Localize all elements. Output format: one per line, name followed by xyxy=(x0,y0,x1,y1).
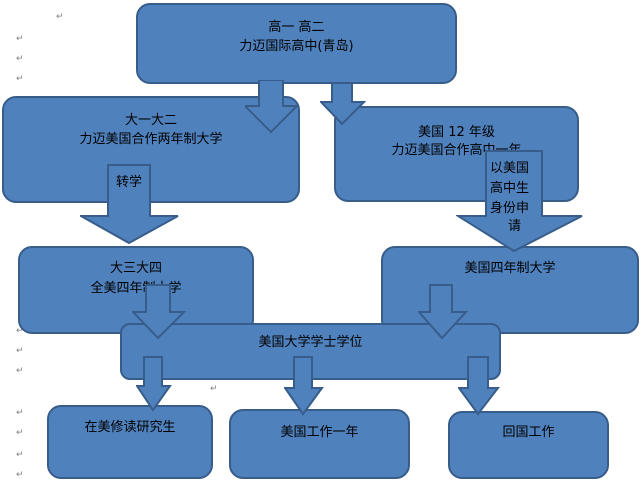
node-four-year-university-left: 大三大四 全美四年制大学 xyxy=(18,246,254,334)
arrow-degree-to-graduate xyxy=(136,356,172,412)
paragraph-mark: ↵ xyxy=(16,346,24,356)
node-us-grade-12: 美国 12 年级 力迈美国合作高中一年 xyxy=(334,106,579,202)
node-label: 在美修读研究生 xyxy=(84,420,176,435)
apply-label-line: 请 xyxy=(508,219,522,234)
node-label: 大一大二 xyxy=(124,113,177,128)
node-work-in-us: 美国工作一年 xyxy=(229,409,410,479)
apply-label-line: 高中生 xyxy=(490,181,530,196)
arrow-left-univ-to-degree xyxy=(132,284,186,340)
node-four-year-university-right: 美国四年制大学 xyxy=(381,246,639,334)
paragraph-mark: ↵ xyxy=(16,74,24,84)
paragraph-mark: ↵ xyxy=(16,428,24,438)
node-label: 美国工作一年 xyxy=(280,425,359,440)
node-label: 大三大四 xyxy=(109,261,162,276)
paragraph-mark: ↵ xyxy=(16,34,24,44)
node-label: 高一 高二 xyxy=(268,20,325,35)
arrow-right-univ-to-degree xyxy=(418,284,468,340)
paragraph-mark: ↵ xyxy=(56,12,64,22)
paragraph-mark: ↵ xyxy=(16,326,24,336)
node-high-school: 高一 高二 力迈国际高中(青岛) xyxy=(136,3,457,84)
node-label: 力迈国际高中(青岛) xyxy=(239,39,354,54)
node-label: 力迈美国合作两年制大学 xyxy=(79,132,223,147)
arrow-degree-to-work-us xyxy=(284,356,324,416)
paragraph-mark: ↵ xyxy=(16,470,24,480)
arrow-top-to-left xyxy=(245,80,300,134)
transfer-label: 转学 xyxy=(116,175,143,190)
node-label: 回国工作 xyxy=(502,425,555,440)
arrow-transfer xyxy=(80,164,179,244)
arrow-top-to-right xyxy=(320,82,367,126)
paragraph-mark: ↵ xyxy=(16,366,24,376)
node-label: 美国大学学士学位 xyxy=(258,335,363,350)
node-label: 美国四年制大学 xyxy=(464,261,556,276)
paragraph-mark: ↵ xyxy=(16,408,24,418)
node-graduate-study: 在美修读研究生 xyxy=(47,405,213,479)
paragraph-mark: ↵ xyxy=(210,384,218,394)
apply-label-line: 身份申 xyxy=(490,201,530,216)
paragraph-mark: ↵ xyxy=(16,54,24,64)
node-label: 美国 12 年级 xyxy=(418,125,495,140)
arrow-apply xyxy=(456,150,583,252)
paragraph-mark: ↵ xyxy=(16,450,24,460)
apply-label-line: 以美国 xyxy=(490,161,530,176)
arrow-degree-to-return xyxy=(458,356,500,416)
node-return-home: 回国工作 xyxy=(448,411,609,479)
